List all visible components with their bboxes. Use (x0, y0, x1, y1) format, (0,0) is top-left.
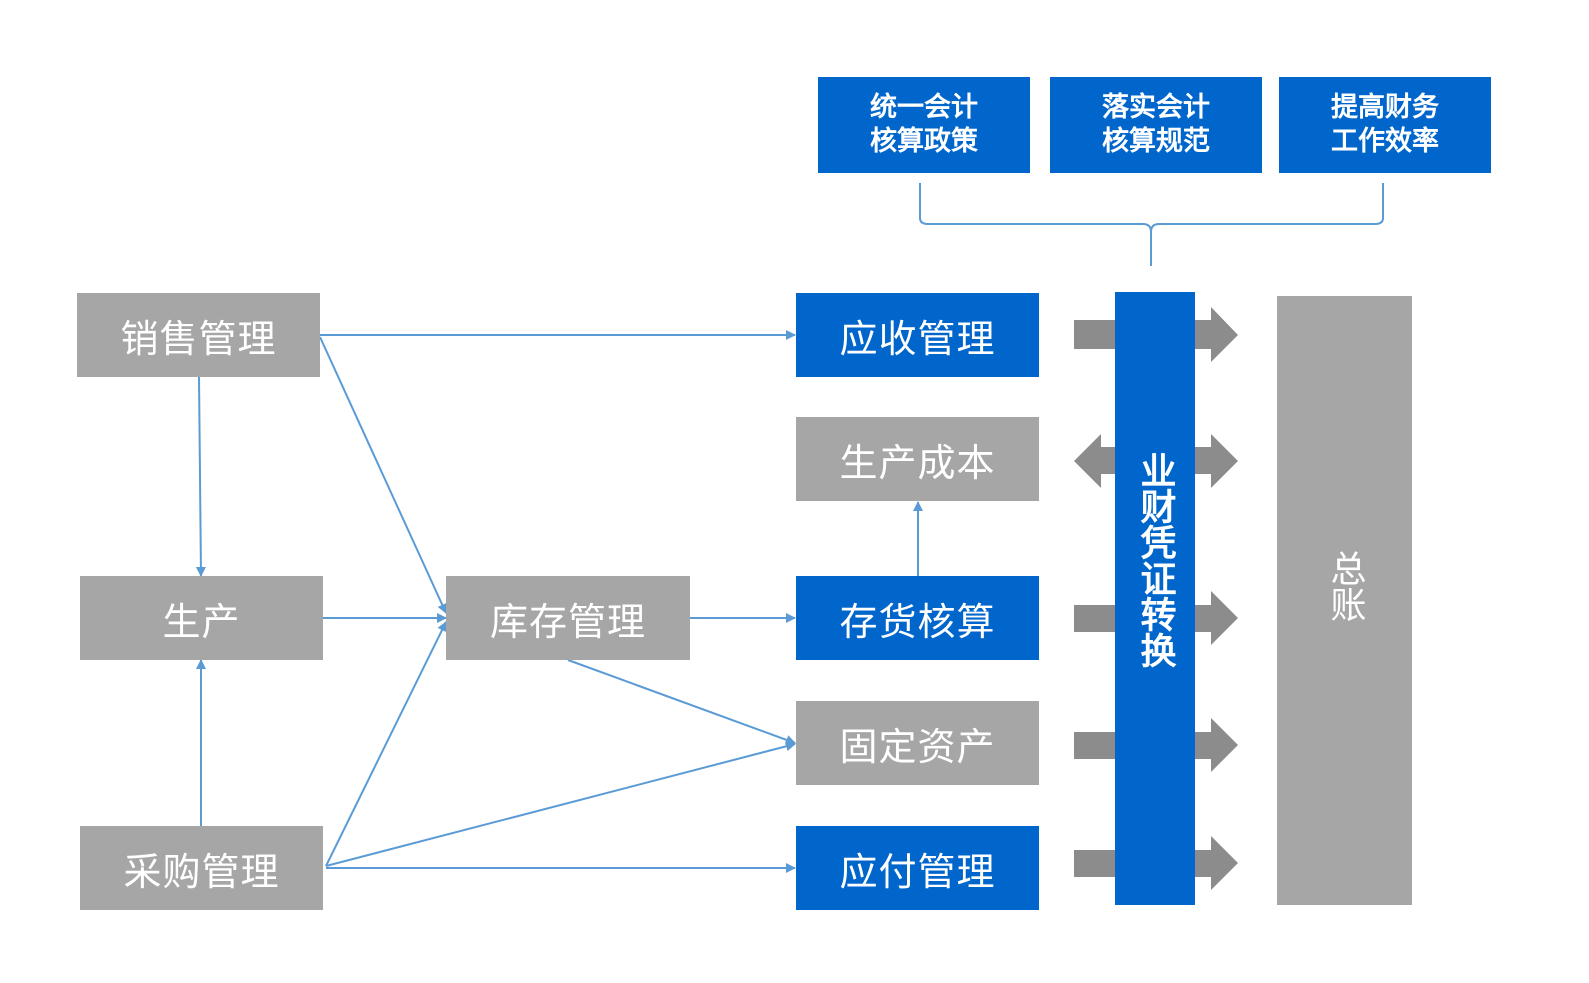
arrow-purchase-to-fixed-assets (325, 741, 796, 867)
node-label: 应收管理 (839, 316, 996, 361)
node-inventory-management[interactable]: 库存管理 (446, 576, 690, 660)
block-arrow-production-cost-right (1190, 434, 1238, 488)
node-inventory-accounting[interactable]: 存货核算 (796, 576, 1039, 660)
node-label: 应付管理 (839, 849, 996, 894)
goal-label: 落实会计 核算规范 (1102, 92, 1210, 157)
goal-label: 统一会计 核算政策 (870, 92, 978, 157)
goal-accounting-standards: 落实会计 核算规范 (1050, 77, 1262, 173)
node-label: 生产 (162, 599, 241, 644)
general-ledger-label: 总账 (1324, 550, 1366, 622)
arrow-sales-to-inventory (319, 336, 447, 614)
arrow-purchase-to-inventory (325, 621, 447, 867)
voucher-conversion-label: 业财凭证转换 (1134, 452, 1176, 668)
arrow-inventory-to-fixed-assets (567, 659, 796, 745)
node-label: 生产成本 (839, 440, 996, 485)
node-sales-management[interactable]: 销售管理 (77, 293, 320, 377)
voucher-conversion-bar[interactable]: 业财凭证转换 (1115, 292, 1195, 905)
node-receivables[interactable]: 应收管理 (796, 293, 1039, 377)
node-production-cost[interactable]: 生产成本 (796, 417, 1039, 501)
goal-label: 提高财务 工作效率 (1331, 92, 1439, 157)
general-ledger[interactable]: 总账 (1277, 296, 1412, 905)
node-production[interactable]: 生产 (80, 576, 323, 660)
node-label: 固定资产 (839, 724, 996, 769)
goal-efficiency: 提高财务 工作效率 (1279, 77, 1491, 173)
node-purchase-management[interactable]: 采购管理 (80, 826, 323, 910)
node-payables[interactable]: 应付管理 (796, 826, 1039, 910)
goals-brace (919, 183, 1384, 266)
arrow-sales-to-production (195, 376, 206, 577)
node-label: 销售管理 (120, 316, 277, 361)
node-fixed-assets[interactable]: 固定资产 (796, 701, 1039, 785)
node-label: 库存管理 (489, 599, 646, 644)
goal-unified-policy: 统一会计 核算政策 (818, 77, 1030, 173)
node-label: 存货核算 (839, 599, 996, 644)
node-label: 采购管理 (123, 849, 280, 894)
